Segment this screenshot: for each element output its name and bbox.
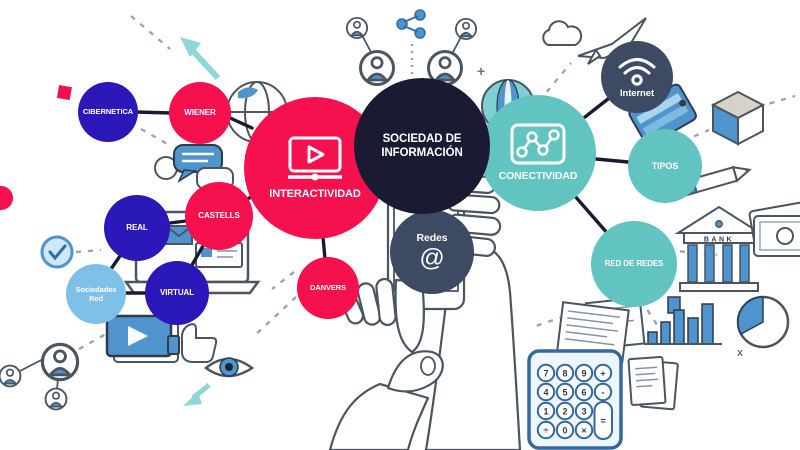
video-player-icon: [288, 136, 342, 181]
node-virtual[interactable]: VIRTUAL: [145, 261, 209, 325]
node-label: DANVERS: [310, 283, 346, 293]
node-red-de-redes[interactable]: RED DE REDES: [591, 221, 677, 307]
node-label: WIENER: [184, 108, 216, 118]
receipt-illustration: [555, 296, 646, 364]
check-circle-icon: [40, 235, 74, 269]
times-mark: x: [737, 347, 744, 359]
wallet-illustration: [628, 83, 697, 146]
node-label: RED DE REDES: [604, 259, 664, 269]
bar-chart-illustration: [644, 303, 722, 345]
calc-key: -: [602, 388, 605, 398]
documents-illustration: [627, 356, 679, 411]
node-label: Sociedades Red: [75, 284, 117, 303]
wifi-icon: [618, 58, 656, 86]
calc-key-equals: =: [601, 416, 606, 426]
calc-key: ×: [581, 426, 586, 436]
calc-key: 4: [543, 388, 548, 398]
arrow-down-left-icon: [183, 383, 211, 406]
node-danvers[interactable]: DANVERS: [297, 257, 359, 319]
node-tipos[interactable]: TIPOS: [628, 129, 702, 203]
node-label: Redes: [416, 232, 448, 245]
node-label: CIBERNETICA: [82, 107, 134, 117]
node-label: SOCIEDAD DE INFORMACIÓN: [381, 132, 463, 159]
calculator-illustration: 7 8 9 + 4 5 6 - 1 2 3 ÷ 0 × =: [527, 349, 623, 450]
node-sociedad-informacion[interactable]: SOCIEDAD DE INFORMACIÓN: [354, 78, 490, 214]
node-label: INTERACTIVIDAD: [269, 187, 361, 200]
video-player-illustration: [105, 314, 179, 363]
node-label: TIPOS: [651, 160, 679, 171]
bank-illustration: BANK: [674, 205, 764, 292]
calc-key: 0: [562, 426, 567, 436]
calc-key: 9: [581, 369, 586, 379]
node-conectividad[interactable]: CONECTIVIDAD: [480, 95, 596, 211]
cube-illustration: [710, 90, 766, 146]
node-label: Internet: [619, 88, 655, 100]
at-sign-icon: @: [419, 244, 445, 273]
eye-illustration: [203, 357, 255, 378]
red-square-accent: [56, 85, 72, 101]
plus-mark: +: [477, 63, 485, 79]
calc-key: 7: [543, 369, 548, 379]
node-label: CONECTIVIDAD: [498, 170, 578, 183]
node-castells[interactable]: CASTELLS: [185, 182, 253, 250]
node-sociedades-red[interactable]: Sociedades Red: [66, 264, 126, 324]
calc-key: 3: [581, 407, 586, 417]
calc-key: 5: [562, 388, 567, 398]
pie-chart-illustration: x: [736, 295, 790, 359]
node-label: VIRTUAL: [160, 288, 194, 298]
node-label: CASTELLS: [198, 211, 240, 221]
thumbs-up-icon: [167, 323, 218, 363]
node-cibernetica[interactable]: CIBERNETICA: [78, 82, 138, 142]
calc-key: 6: [581, 388, 586, 398]
calc-key: 8: [562, 369, 567, 379]
arrow-up-left-icon: [180, 37, 221, 81]
node-label: REAL: [126, 223, 148, 233]
calc-key: 2: [562, 407, 567, 417]
node-internet[interactable]: Internet: [601, 41, 673, 113]
node-wiener[interactable]: WIENER: [169, 82, 231, 144]
share-network-illustration: +: [345, 9, 485, 86]
bank-sign-label: BANK: [704, 237, 734, 244]
red-edge-accent: [0, 186, 13, 210]
people-network-illustration: [0, 342, 80, 411]
calc-key: 1: [543, 407, 548, 417]
calc-key: +: [600, 369, 605, 379]
network-nodes-icon: [510, 123, 566, 165]
node-real[interactable]: REAL: [104, 195, 170, 261]
calc-key: ÷: [544, 426, 549, 436]
node-redes[interactable]: Redes @: [390, 210, 474, 294]
